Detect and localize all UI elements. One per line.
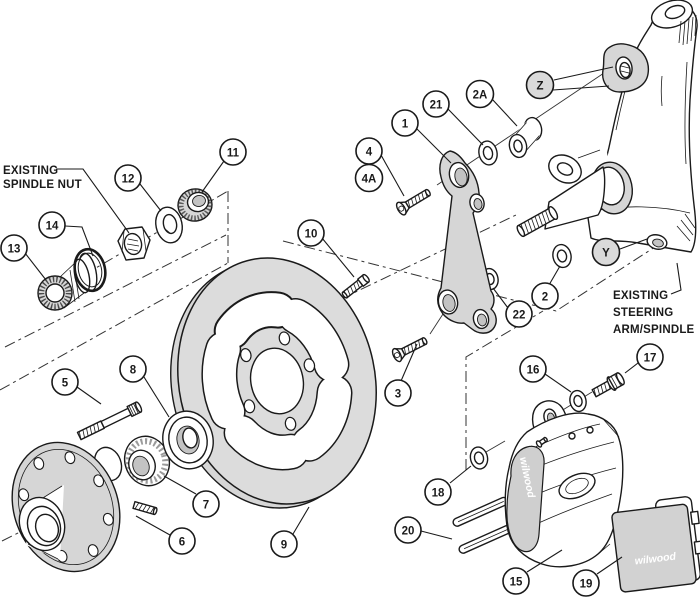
spindle-threads [516,206,559,238]
svg-text:15: 15 [510,577,523,589]
svg-text:7: 7 [203,500,209,512]
steering-knuckle [544,0,698,253]
annotation-steering-arm: EXISTING STEERING ARM/SPINDLE [613,290,695,336]
svg-text:EXISTING: EXISTING [3,165,58,177]
svg-text:5: 5 [62,378,69,390]
svg-text:SPINDLE NUT: SPINDLE NUT [3,179,82,191]
callout-22: 22 [505,300,533,328]
washer-16 [569,389,587,413]
brake-rotor [170,239,398,509]
svg-text:4A: 4A [362,174,377,186]
callout-6: 6 [168,527,196,555]
svg-text:2: 2 [542,292,548,304]
svg-text:4: 4 [366,147,373,159]
callout-14: 14 [38,211,66,239]
callout-10: 10 [297,219,325,247]
svg-text:ARM/SPINDLE: ARM/SPINDLE [613,324,695,336]
callout-12: 12 [114,164,142,192]
callout-7: 7 [192,490,220,518]
svg-text:21: 21 [430,100,443,112]
callout-16: 16 [519,355,547,383]
callout-18: 18 [424,478,452,506]
svg-text:20: 20 [402,526,415,538]
washer-21 [478,140,498,166]
svg-text:8: 8 [130,365,137,377]
svg-text:12: 12 [122,174,135,186]
callout-20: 20 [394,516,422,544]
tab-washer [155,206,183,244]
svg-text:6: 6 [179,537,185,549]
caliper-bolt [591,372,625,398]
steering-arm-end [646,213,696,250]
svg-text:16: 16 [527,365,540,377]
rotor-register-bolt [341,273,370,299]
svg-text:14: 14 [46,221,59,233]
brake-caliper: wilwood [504,400,624,568]
hub-bolt [76,401,143,441]
callout-9: 9 [270,530,298,558]
o-ring [73,247,107,293]
svg-text:22: 22 [513,310,526,322]
callouts: 1 2 2A 3 4 4A 5 6 7 8 9 10 11 12 13 14 1… [0,70,664,597]
callout-21: 21 [422,90,450,118]
wheel-hub [11,441,158,573]
spindle-shaft [544,161,633,230]
callout-11: 11 [219,138,247,166]
svg-text:19: 19 [580,579,593,591]
svg-text:13: 13 [8,244,21,256]
outer-bearing [177,188,213,222]
svg-text:17: 17 [644,353,657,365]
knuckle-z-boss [601,43,650,93]
wheel-stud [132,500,158,516]
callout-y: Y [591,237,621,267]
callout-2a: 2A [465,79,495,109]
pad-brand-text: wilwood [634,550,677,567]
svg-text:3: 3 [395,389,401,401]
callout-19: 19 [572,569,600,597]
callout-1: 1 [391,109,419,137]
spindle-nut [117,226,151,261]
grease-seal [162,410,214,470]
svg-text:Y: Y [602,248,610,260]
callout-2: 2 [531,282,559,310]
inner-bearing [123,435,171,487]
svg-text:STEERING: STEERING [613,307,673,319]
pad-retainer-clips [452,496,515,554]
svg-text:11: 11 [227,148,240,160]
caliper-bracket [437,150,497,334]
brake-pads: wilwood [611,496,700,593]
leader-lines [24,66,682,575]
dust-cap [37,252,98,311]
callout-3: 3 [384,379,412,407]
svg-text:1: 1 [402,119,409,131]
svg-text:EXISTING: EXISTING [613,290,668,302]
svg-text:9: 9 [281,540,287,552]
annotation-spindle-nut: EXISTING SPINDLE NUT [3,165,82,191]
callout-15: 15 [502,567,530,595]
bracket-bolt-lower [391,337,428,363]
callout-5: 5 [51,368,79,396]
knuckle-top-eye [650,0,697,46]
svg-text:Z: Z [536,81,543,93]
washer-2 [552,243,572,269]
callout-4: 4 [355,137,383,165]
callout-17: 17 [636,343,664,371]
svg-text:10: 10 [305,229,318,241]
spacer-2a [508,116,543,159]
callout-13: 13 [0,234,28,262]
callout-z: Z [525,70,555,100]
bracket-bolt-upper [395,188,431,216]
svg-text:18: 18 [432,488,445,500]
svg-text:2A: 2A [473,90,488,102]
callout-4a: 4A [354,163,384,193]
washer-18 [469,446,489,470]
callout-8: 8 [119,355,147,383]
